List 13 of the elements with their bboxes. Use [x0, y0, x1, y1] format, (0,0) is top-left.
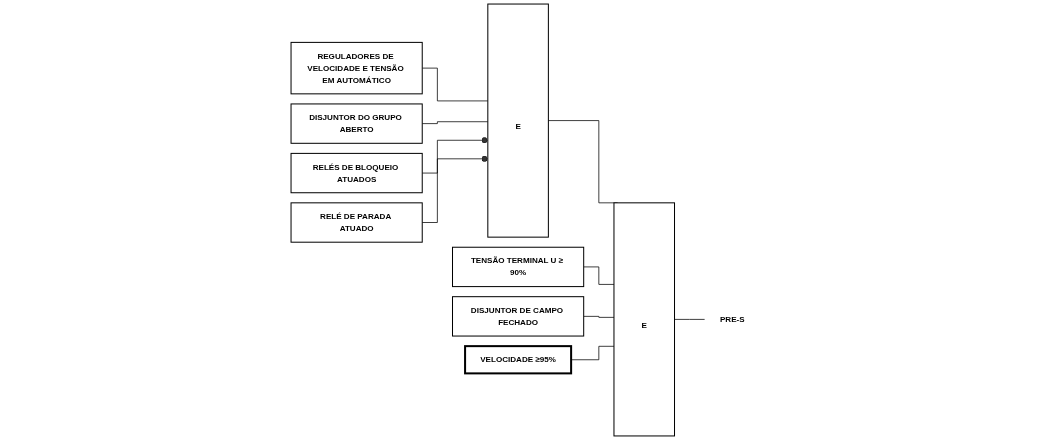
- node-text: PRE-S: [720, 314, 745, 324]
- connector: [583, 316, 615, 318]
- node-box: E: [487, 3, 549, 238]
- node-box: RELÉS DE BLOQUEIO ATUADOS: [290, 152, 423, 194]
- node-box: DISJUNTOR DO GRUPO ABERTO: [290, 103, 423, 144]
- node-box: VELOCIDADE ≥95%: [464, 345, 573, 375]
- connector: [674, 319, 706, 320]
- node-box: RELÉ DE PARADA ATUADO: [290, 202, 423, 243]
- node-box: TENSÃO TERMINAL U ≥ 90%: [452, 246, 585, 288]
- connector: [583, 266, 615, 285]
- node-box: REGULADORES DE VELOCIDADE E TENSÃO EM AUTOMÁTICO: [290, 41, 423, 95]
- node-box: DISJUNTOR DE CAMPO FECHADO: [452, 296, 585, 337]
- node-box: E: [613, 202, 676, 437]
